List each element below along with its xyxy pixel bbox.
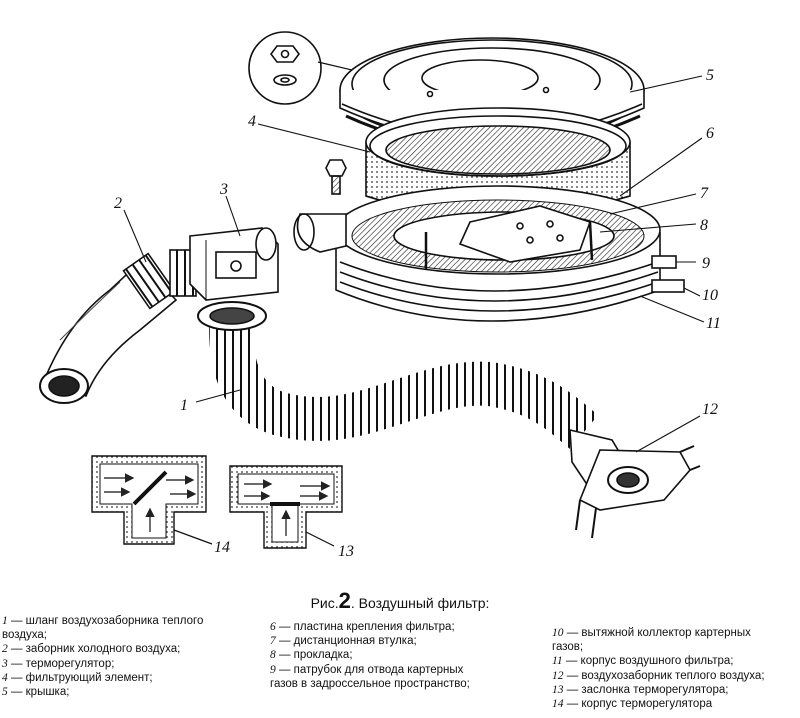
legend-text: — заслонка терморегулятора;	[563, 683, 729, 696]
legend-item: 7 — дистанционная втулка;	[270, 634, 470, 648]
callout-14: 14	[214, 539, 230, 556]
caption-number: 2	[338, 588, 351, 613]
caption-prefix: Рис.	[310, 595, 339, 611]
legend-number: 9	[270, 663, 276, 676]
thermostat-regulator	[169, 227, 279, 301]
legend-item: 11 — корпус воздушного фильтра;	[552, 654, 765, 668]
callout-8: 8	[700, 217, 708, 234]
filter-housing	[293, 185, 685, 322]
legend-number: 2	[2, 643, 8, 656]
legend-number: 6	[270, 621, 276, 633]
callout-12: 12	[702, 401, 718, 418]
callout-11: 11	[706, 315, 721, 332]
legend-number: 13	[552, 683, 564, 696]
legend-item: газов в задроссельное пространство;	[270, 677, 470, 691]
callout-4: 4	[248, 113, 256, 130]
legend-text: газов;	[552, 641, 584, 654]
legend-column-2: 6 — пластина крепления фильтра;7 — диста…	[270, 620, 470, 691]
legend-text: — фильтрующий элемент;	[7, 671, 153, 684]
callout-2: 2	[114, 195, 122, 212]
thermostat-housing-section	[91, 455, 213, 545]
callout-10: 10	[702, 287, 718, 304]
callout-3: 3	[219, 181, 228, 198]
legend-item: газов;	[552, 640, 765, 654]
legend-text: воздуха;	[2, 629, 47, 642]
callout-13: 13	[338, 543, 354, 560]
legend-number: 4	[2, 671, 8, 684]
legend-number: 7	[270, 635, 276, 648]
legend-number: 5	[2, 686, 8, 699]
legend-text: — дистанционная втулка;	[275, 635, 417, 648]
legend-text: — заборник холодного воздуха;	[7, 643, 181, 656]
legend-item: 14 — корпус терморегулятора	[552, 697, 765, 711]
legend-item: 13 — заслонка терморегулятора;	[552, 683, 765, 697]
callout-6: 6	[706, 125, 714, 142]
legend-text: — прокладка;	[275, 649, 353, 662]
corrugated-hose	[197, 301, 599, 449]
legend-number: 11	[552, 655, 563, 668]
leader-lines	[123, 75, 705, 453]
legend-text: — крышка;	[7, 686, 70, 699]
damper-section	[229, 465, 343, 549]
legend-item: воздуха;	[2, 628, 203, 642]
legend-item: 2 — заборник холодного воздуха;	[2, 642, 203, 656]
caption-title: . Воздушный фильтр:	[350, 595, 490, 611]
legend-text: — патрубок для отвода картерных	[275, 663, 464, 676]
legend-number: 10	[552, 627, 564, 639]
legend-item: 5 — крышка;	[2, 685, 203, 699]
bolt	[325, 159, 347, 195]
legend-item: 1 — шланг воздухозаборника теплого	[2, 614, 203, 628]
callout-1: 1	[180, 397, 188, 414]
legend-number: 8	[270, 649, 276, 662]
figure-caption: Рис.2. Воздушный фильтр:	[0, 588, 800, 614]
legend-text: — терморегулятор;	[7, 657, 115, 670]
legend-text: газов в задроссельное пространство;	[270, 677, 470, 690]
legend-item: 10 — вытяжной коллектор картерных	[552, 626, 765, 640]
legend-text: — шланг воздухозаборника теплого	[7, 615, 204, 627]
legend-text: — корпус воздушного фильтра;	[562, 655, 734, 668]
legend-item: 8 — прокладка;	[270, 648, 470, 662]
legend-number: 14	[552, 698, 564, 711]
legend-number: 1	[2, 615, 8, 627]
legend-item: 12 — воздухозаборник теплого воздуха;	[552, 669, 765, 683]
cold-air-intake	[39, 252, 178, 404]
legend-item: 4 — фильтрующий элемент;	[2, 671, 203, 685]
callout-7: 7	[700, 185, 709, 202]
legend-text: — воздухозаборник теплого воздуха;	[563, 669, 765, 682]
legend-item: 3 — терморегулятор;	[2, 657, 203, 671]
legend-item: 6 — пластина крепления фильтра;	[270, 620, 470, 634]
legend-item: 9 — патрубок для отвода картерных	[270, 663, 470, 677]
legend-number: 12	[552, 669, 564, 682]
callout-5: 5	[706, 67, 714, 84]
legend-text: — корпус терморегулятора	[563, 698, 713, 711]
warm-air-intake	[569, 428, 701, 539]
legend-number: 3	[2, 657, 8, 670]
legend-text: — пластина крепления фильтра;	[275, 621, 455, 633]
callout-9: 9	[702, 255, 710, 272]
legend-text: — вытяжной коллектор картерных	[563, 627, 751, 639]
